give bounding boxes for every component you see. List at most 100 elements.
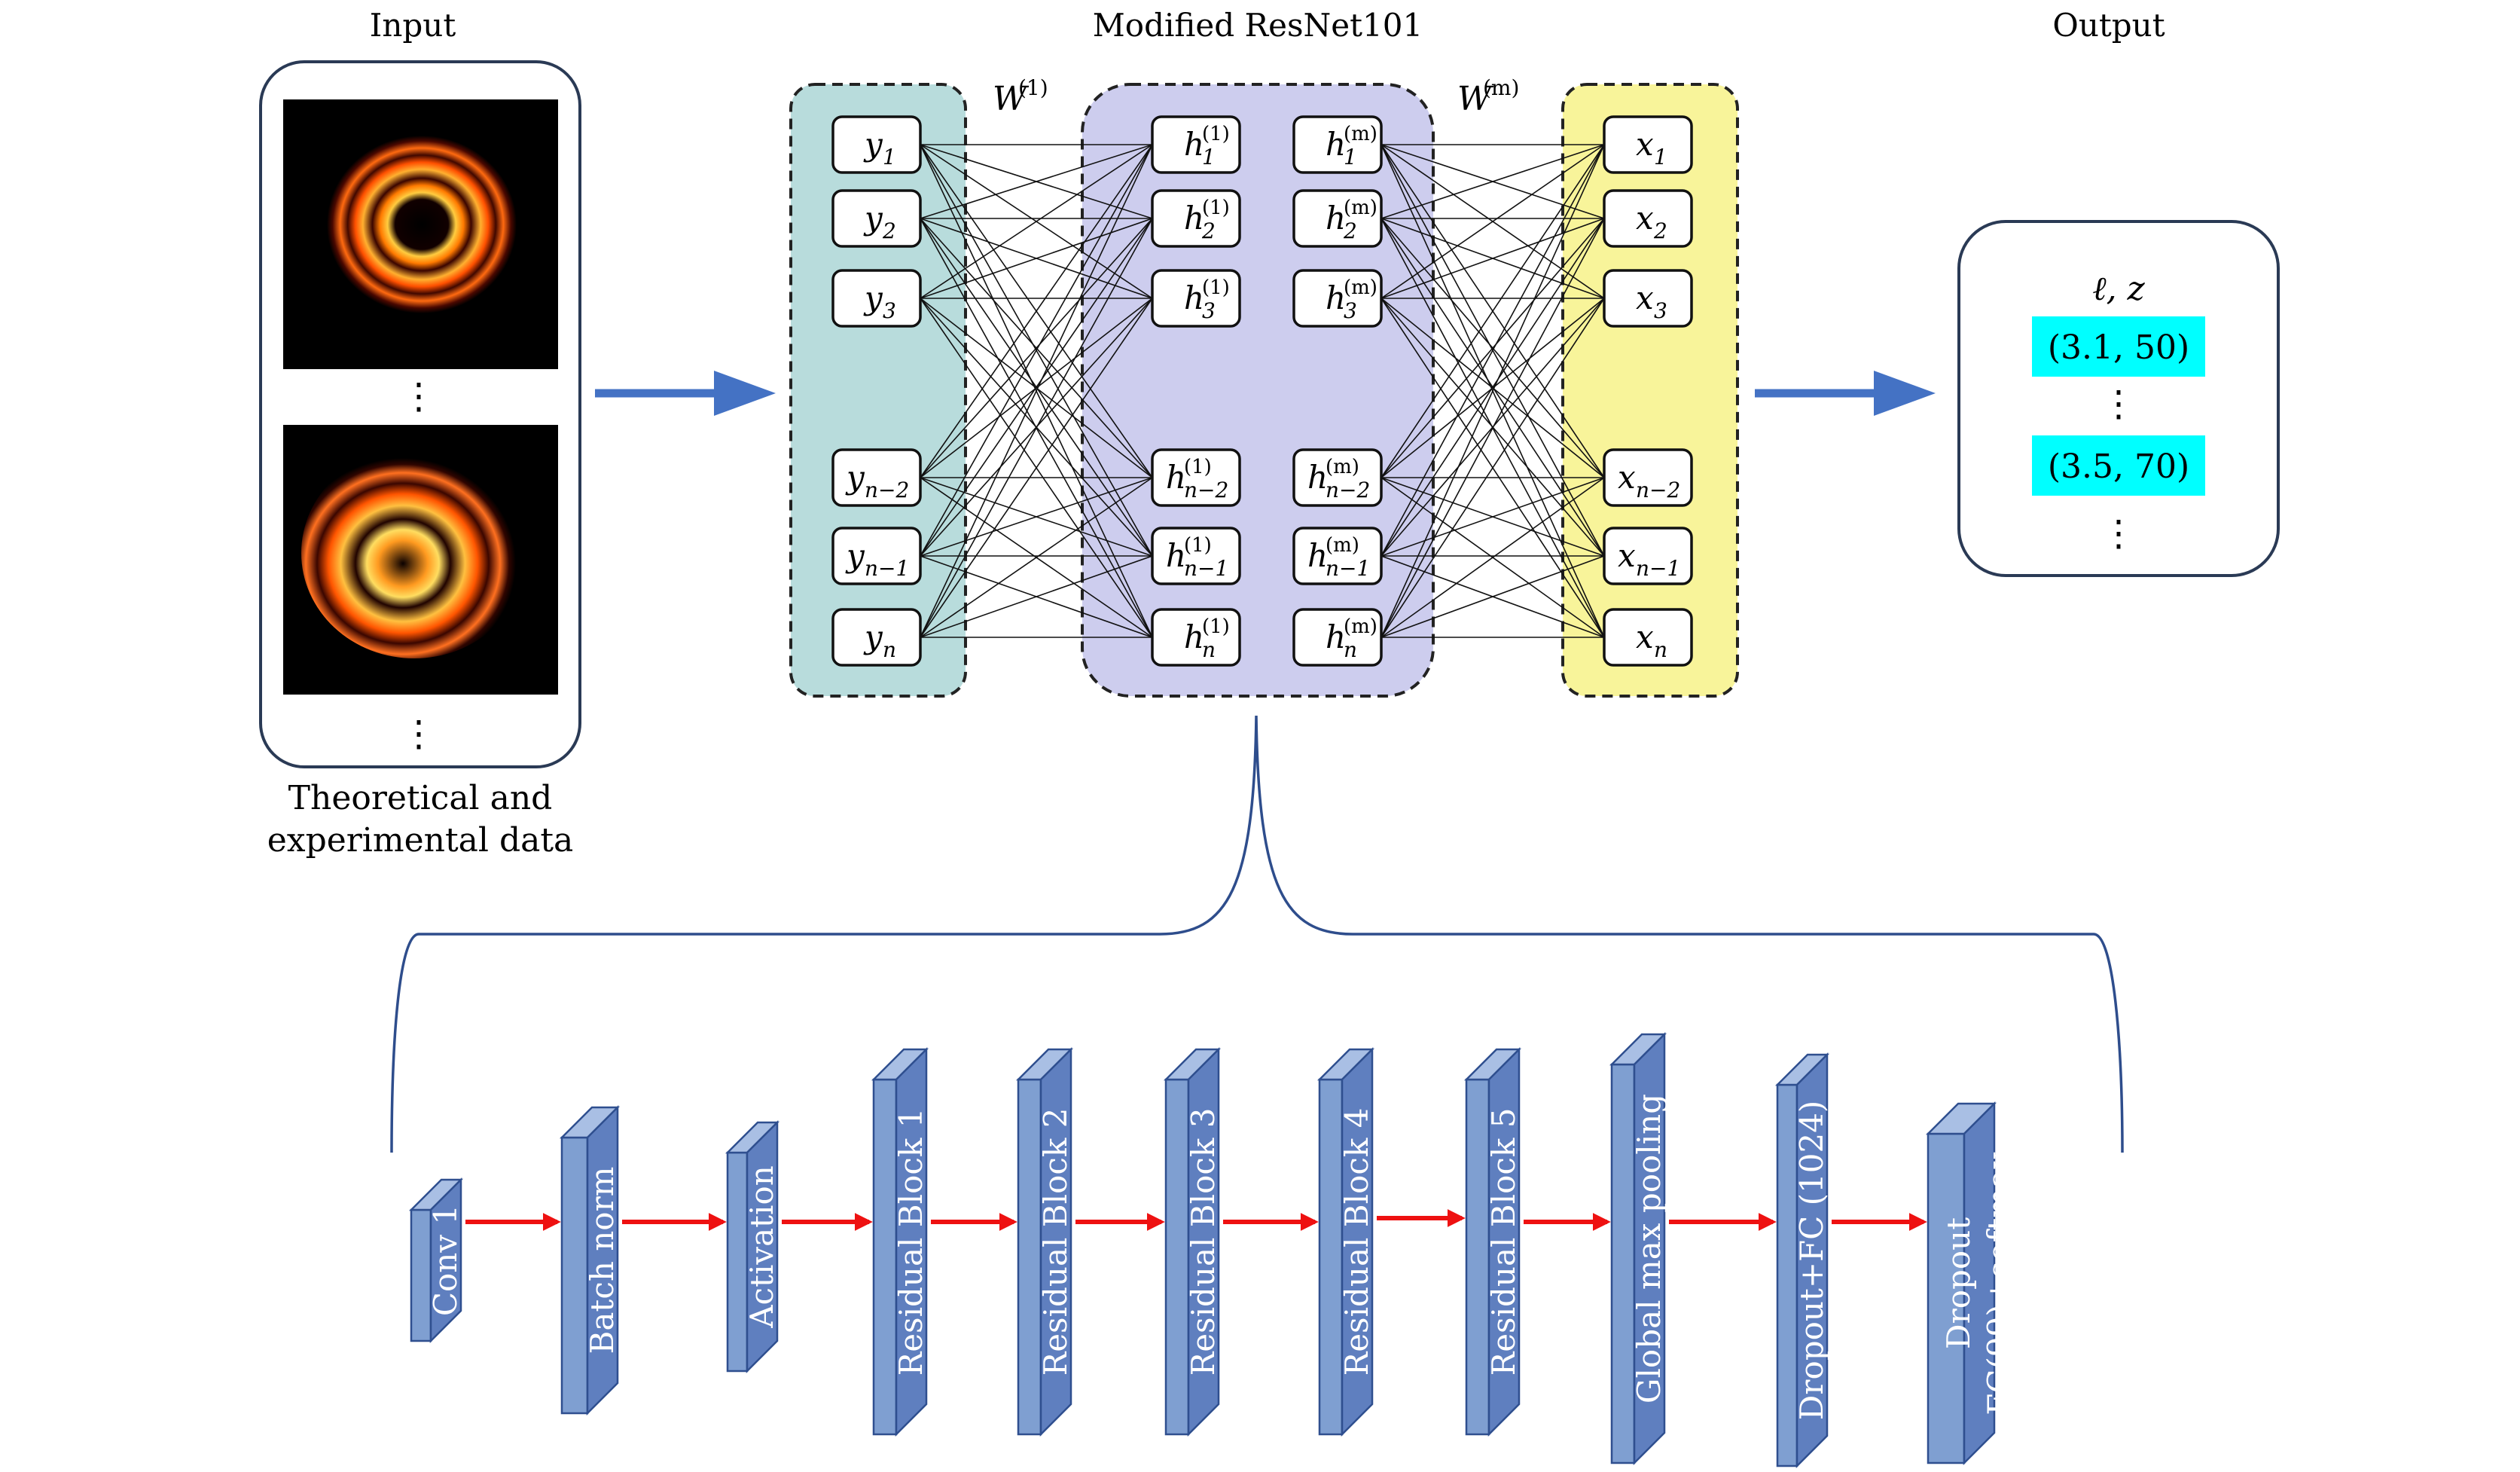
layer-label-2: Batch norm [584,1167,621,1354]
svg-text:W: W [1457,80,1494,118]
svg-text:h: h [1184,618,1204,655]
hidden-last-node-6: h(m)n [1292,608,1383,667]
output-dots-1: ⋮ [2101,383,2137,425]
layer-block-6: Residual Block 3 [1163,1046,1222,1437]
output-header: Output [2052,7,2165,44]
hidden-first-node-6: h(1)n [1151,608,1241,667]
layer-label-6-line-1: Residual Block 3 [1185,1108,1222,1376]
svg-text:1: 1 [1344,145,1357,169]
svg-text:n−1: n−1 [1184,556,1228,581]
layer-label-3: Activation [743,1165,780,1329]
layer-label-8-line-1: Residual Block 5 [1485,1108,1522,1376]
weight-label-last: W (m) [1457,75,1519,118]
layer-block-4: Residual Block 1 [871,1046,929,1437]
svg-text:n: n [883,637,896,662]
svg-text:n: n [1654,637,1667,662]
weight-label-first: W (1) [993,75,1048,118]
svg-text:h: h [1326,126,1346,163]
layer-label-10-line-1: Dropout+FC (1024) [1793,1101,1830,1421]
hidden-first-node-5: h(1)n−1 [1151,527,1241,585]
input-image-1 [283,99,558,369]
input-dots-1: ⋮ [401,375,437,417]
input-header: Input [370,7,456,44]
layer-label-9-line-1: Global max pooling [1631,1094,1667,1403]
svg-text:h: h [1326,618,1346,655]
output-value-2: (3.5, 70) [2048,447,2189,486]
input-dots-2: ⋮ [401,713,437,755]
svg-text:y: y [863,618,883,655]
layer-label-7: Residual Block 4 [1338,1108,1375,1376]
connection-lines [920,144,1605,638]
svg-text:n−2: n−2 [865,478,909,502]
svg-text:2: 2 [1201,218,1216,243]
hidden-last-node-4: h(m)n−2 [1292,448,1383,507]
svg-text:1: 1 [1654,145,1667,169]
svg-text:y: y [863,126,883,163]
svg-text:2: 2 [1653,218,1667,243]
layer-label-3-line-1: Activation [743,1165,780,1329]
layer-block-5: Residual Block 2 [1015,1046,1074,1437]
svg-text:x: x [1636,279,1654,316]
svg-text:n−1: n−1 [1326,556,1370,581]
svg-text:n−2: n−2 [1184,478,1228,502]
layer-block-7: Residual Block 4 [1316,1046,1375,1437]
hidden-first-node-4: h(1)n−2 [1151,448,1241,507]
hidden-last-node-1: h(m)1 [1292,115,1383,174]
svg-text:h: h [1166,537,1186,574]
svg-text:(m): (m) [1344,123,1377,145]
layer-label-2-line-1: Batch norm [584,1167,621,1354]
output-variables-header: ℓ, z [2092,270,2145,308]
svg-text:1: 1 [1202,145,1216,169]
output-dots-2: ⋮ [2101,512,2137,554]
input-layer-panel [789,83,967,698]
input-image-2 [283,425,558,695]
svg-text:(1): (1) [1184,456,1212,478]
svg-text:h: h [1184,279,1204,316]
svg-text:n−1: n−1 [865,556,909,581]
svg-text:n: n [1202,637,1216,662]
layer-label-8: Residual Block 5 [1485,1108,1522,1376]
input-caption-line-1: Theoretical and [288,779,553,817]
output-value-1-highlight [2032,316,2205,377]
svg-text:(1): (1) [1184,534,1212,557]
svg-text:h: h [1184,126,1204,163]
svg-text:y: y [863,200,883,237]
svg-text:3: 3 [1202,298,1216,323]
layer-label-1-line-1: Conv 1 [427,1205,464,1316]
svg-text:x: x [1618,537,1636,574]
svg-text:(1): (1) [1202,123,1230,145]
hidden-first-node-2: h(1)2 [1151,189,1241,248]
svg-text:y: y [845,537,865,574]
hidden-first-node-3: h(1)3 [1151,269,1241,328]
output-value-2-highlight [2032,435,2205,496]
layer-block-1: Conv 1 [408,1177,464,1344]
layer-label-5: Residual Block 2 [1037,1108,1074,1376]
svg-text:(m): (m) [1326,456,1359,478]
svg-text:W: W [993,80,1030,118]
svg-text:(m): (m) [1483,75,1519,100]
layer-label-4: Residual Block 1 [892,1108,929,1376]
svg-text:y: y [845,459,865,496]
svg-text:3: 3 [1654,298,1667,323]
input-caption-line-2: experimental data [267,821,574,860]
layer-block-8: Residual Block 5 [1463,1046,1522,1437]
layer-label-7-line-1: Residual Block 4 [1338,1108,1375,1376]
svg-text:n−2: n−2 [1326,478,1370,502]
layer-label-11-line-1: Dropout [1940,1217,1977,1349]
hidden-last-node-3: h(m)3 [1292,269,1383,328]
svg-text:h: h [1326,200,1346,237]
svg-text:(m): (m) [1344,197,1377,219]
hidden-last-node-2: h(m)2 [1292,189,1383,248]
layer-label-11-line-2: FC(99)+softmax [1981,1151,2018,1416]
svg-text:n−1: n−1 [1636,556,1680,581]
